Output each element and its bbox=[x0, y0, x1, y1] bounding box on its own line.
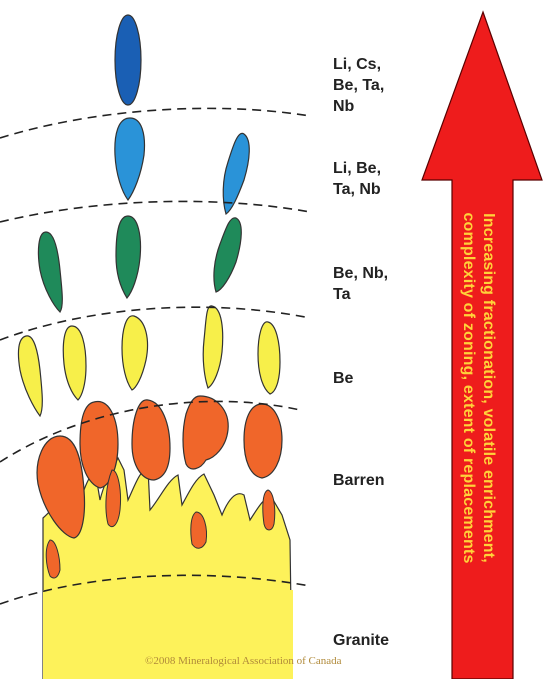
arrow-caption-line-1: Increasing fractionation, volatile enric… bbox=[478, 153, 498, 623]
zone-label-granite: Granite bbox=[333, 630, 389, 651]
barren-inclusion-4 bbox=[263, 490, 275, 530]
zone-label-li-cs-be-ta-nb: Li, Cs, Be, Ta, Nb bbox=[333, 54, 384, 117]
zone-label-barren: Barren bbox=[333, 470, 385, 491]
pegmatite-be-2 bbox=[63, 326, 86, 400]
pegmatite-barren-3 bbox=[132, 400, 170, 480]
pegmatite-be-1 bbox=[18, 336, 42, 416]
copyright-notice: ©2008 Mineralogical Association of Canad… bbox=[145, 655, 342, 667]
pegmatite-be-3 bbox=[122, 316, 148, 390]
arrow-caption-line-2: complexity of zoning, extent of replacem… bbox=[458, 153, 478, 623]
zone-label-li-be-ta-nb: Li, Be, Ta, Nb bbox=[333, 158, 381, 200]
arrow-caption: Increasing fractionation, volatile enric… bbox=[458, 153, 498, 623]
pegmatite-li-be-ta-nb-1 bbox=[115, 118, 145, 200]
pegmatite-barren-5 bbox=[244, 404, 282, 478]
boundary-1 bbox=[0, 108, 310, 138]
pegmatite-be-4 bbox=[203, 306, 222, 388]
pegmatite-barren-4 bbox=[183, 396, 228, 469]
pegmatite-li-cs-be-ta-nb bbox=[115, 15, 141, 105]
pegmatite-be-nb-ta-3 bbox=[214, 218, 241, 292]
pegmatite-be-nb-ta-1 bbox=[38, 232, 62, 312]
boundary-2 bbox=[0, 201, 310, 222]
zone-label-be: Be bbox=[333, 368, 353, 389]
zone-label-be-nb-ta: Be, Nb, Ta bbox=[333, 263, 388, 305]
pegmatite-be-nb-ta-2 bbox=[116, 216, 141, 298]
pegmatite-be-5 bbox=[258, 322, 280, 394]
